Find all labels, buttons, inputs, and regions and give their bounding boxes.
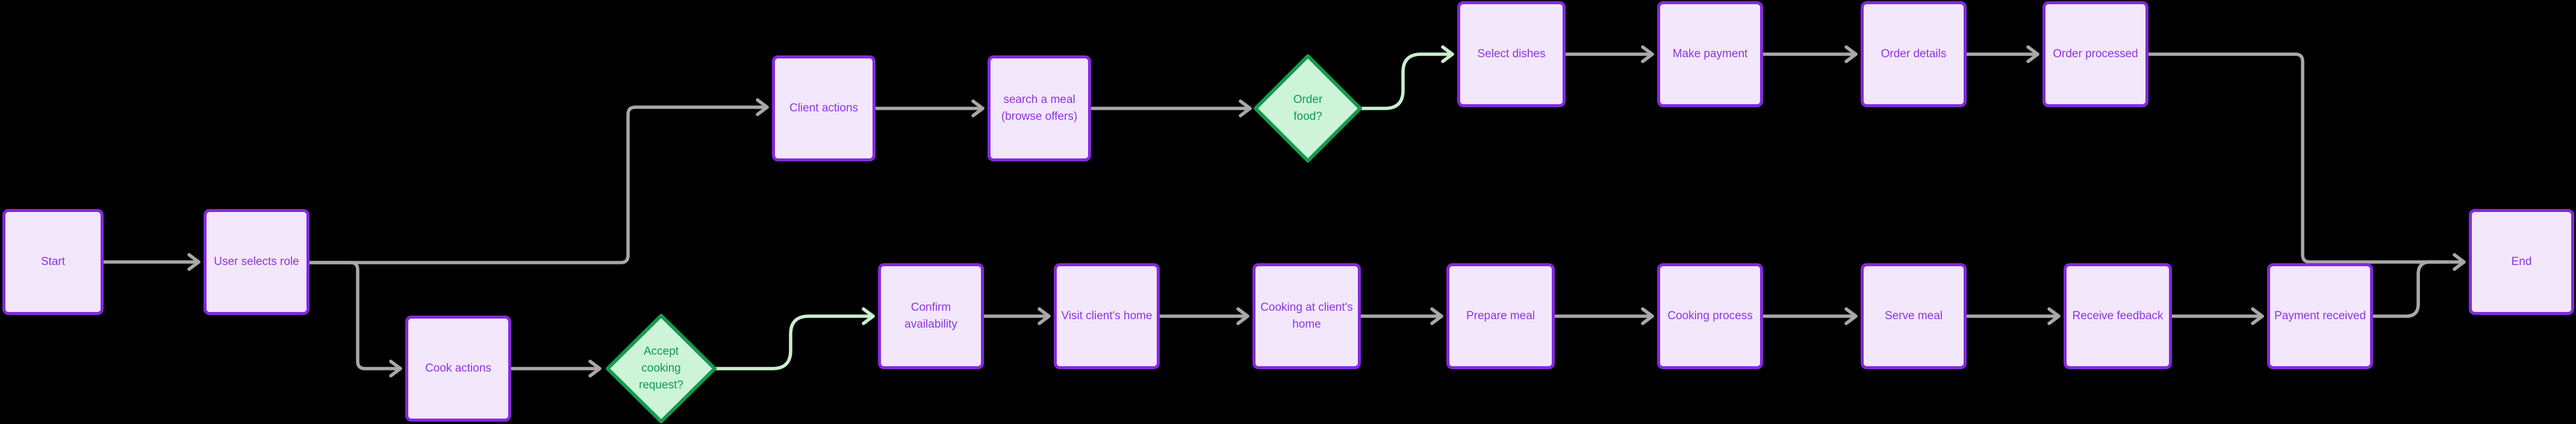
node-label: Start — [40, 255, 66, 268]
node-label: Cooking process — [1667, 310, 1753, 322]
node-label: User selects role — [214, 255, 299, 268]
flow-node-prepare-meal[interactable]: Prepare meal — [1446, 263, 1555, 369]
node-label: Confirm availability — [904, 301, 957, 331]
decision-diamond-shape — [1254, 54, 1362, 163]
flow-node-accept-cooking-request[interactable]: Accept cooking request? — [605, 313, 718, 424]
flow-node-user-selects-role[interactable]: User selects role — [204, 209, 310, 315]
edge-payment-received-to-end — [2371, 260, 2448, 318]
node-label: Make payment — [1672, 48, 1748, 60]
edge-order-processed-to-end — [2147, 52, 2466, 271]
edge-user-selects-role-to-cook-actions — [308, 261, 402, 378]
node-label: Cook actions — [425, 362, 491, 375]
edge-order-food-to-select-dishes — [1358, 45, 1454, 110]
flow-node-receive-feedback[interactable]: Receive feedback — [2064, 263, 2172, 369]
flow-node-client-actions[interactable]: Client actions — [772, 55, 876, 161]
node-label: Serve meal — [1884, 310, 1943, 322]
node-label: Order processed — [2053, 48, 2138, 60]
node-label: Order details — [1881, 48, 1947, 60]
node-label: End — [2511, 255, 2532, 268]
flow-node-serve-meal[interactable]: Serve meal — [1861, 263, 1967, 369]
flow-node-start[interactable]: Start — [2, 209, 104, 315]
node-label: Client actions — [789, 102, 859, 114]
flow-node-search-a-meal[interactable]: search a meal (browse offers) — [988, 55, 1091, 161]
flow-node-order-details[interactable]: Order details — [1861, 1, 1967, 107]
flow-node-order-processed[interactable]: Order processed — [2042, 1, 2148, 107]
flow-node-cooking-at-clients-home[interactable]: Cooking at client's home — [1252, 263, 1361, 369]
node-label: Visit client's home — [1061, 310, 1153, 322]
flow-node-end[interactable]: End — [2469, 209, 2574, 315]
flow-node-select-dishes[interactable]: Select dishes — [1457, 1, 1566, 107]
node-label: Prepare meal — [1466, 310, 1535, 322]
flow-node-payment-received[interactable]: Payment received — [2267, 263, 2373, 369]
node-label: Cooking at client's home — [1260, 301, 1353, 331]
node-label: Select dishes — [1477, 48, 1546, 60]
flow-node-cooking-process[interactable]: Cooking process — [1657, 263, 1763, 369]
node-label: Payment received — [2274, 310, 2366, 322]
decision-diamond-shape — [606, 314, 717, 423]
edge-user-selects-role-to-client-actions — [308, 98, 769, 264]
flow-node-order-food[interactable]: Order food? — [1252, 53, 1363, 164]
node-label: search a meal (browse offers) — [1001, 93, 1078, 123]
flow-node-make-payment[interactable]: Make payment — [1657, 1, 1763, 107]
flow-node-visit-clients-home[interactable]: Visit client's home — [1054, 263, 1160, 369]
node-label: Receive feedback — [2072, 310, 2164, 322]
edge-accept-cooking-request-to-confirm-availability — [713, 307, 875, 370]
flow-node-confirm-availability[interactable]: Confirm availability — [878, 263, 984, 369]
flow-node-cook-actions[interactable]: Cook actions — [405, 316, 511, 422]
